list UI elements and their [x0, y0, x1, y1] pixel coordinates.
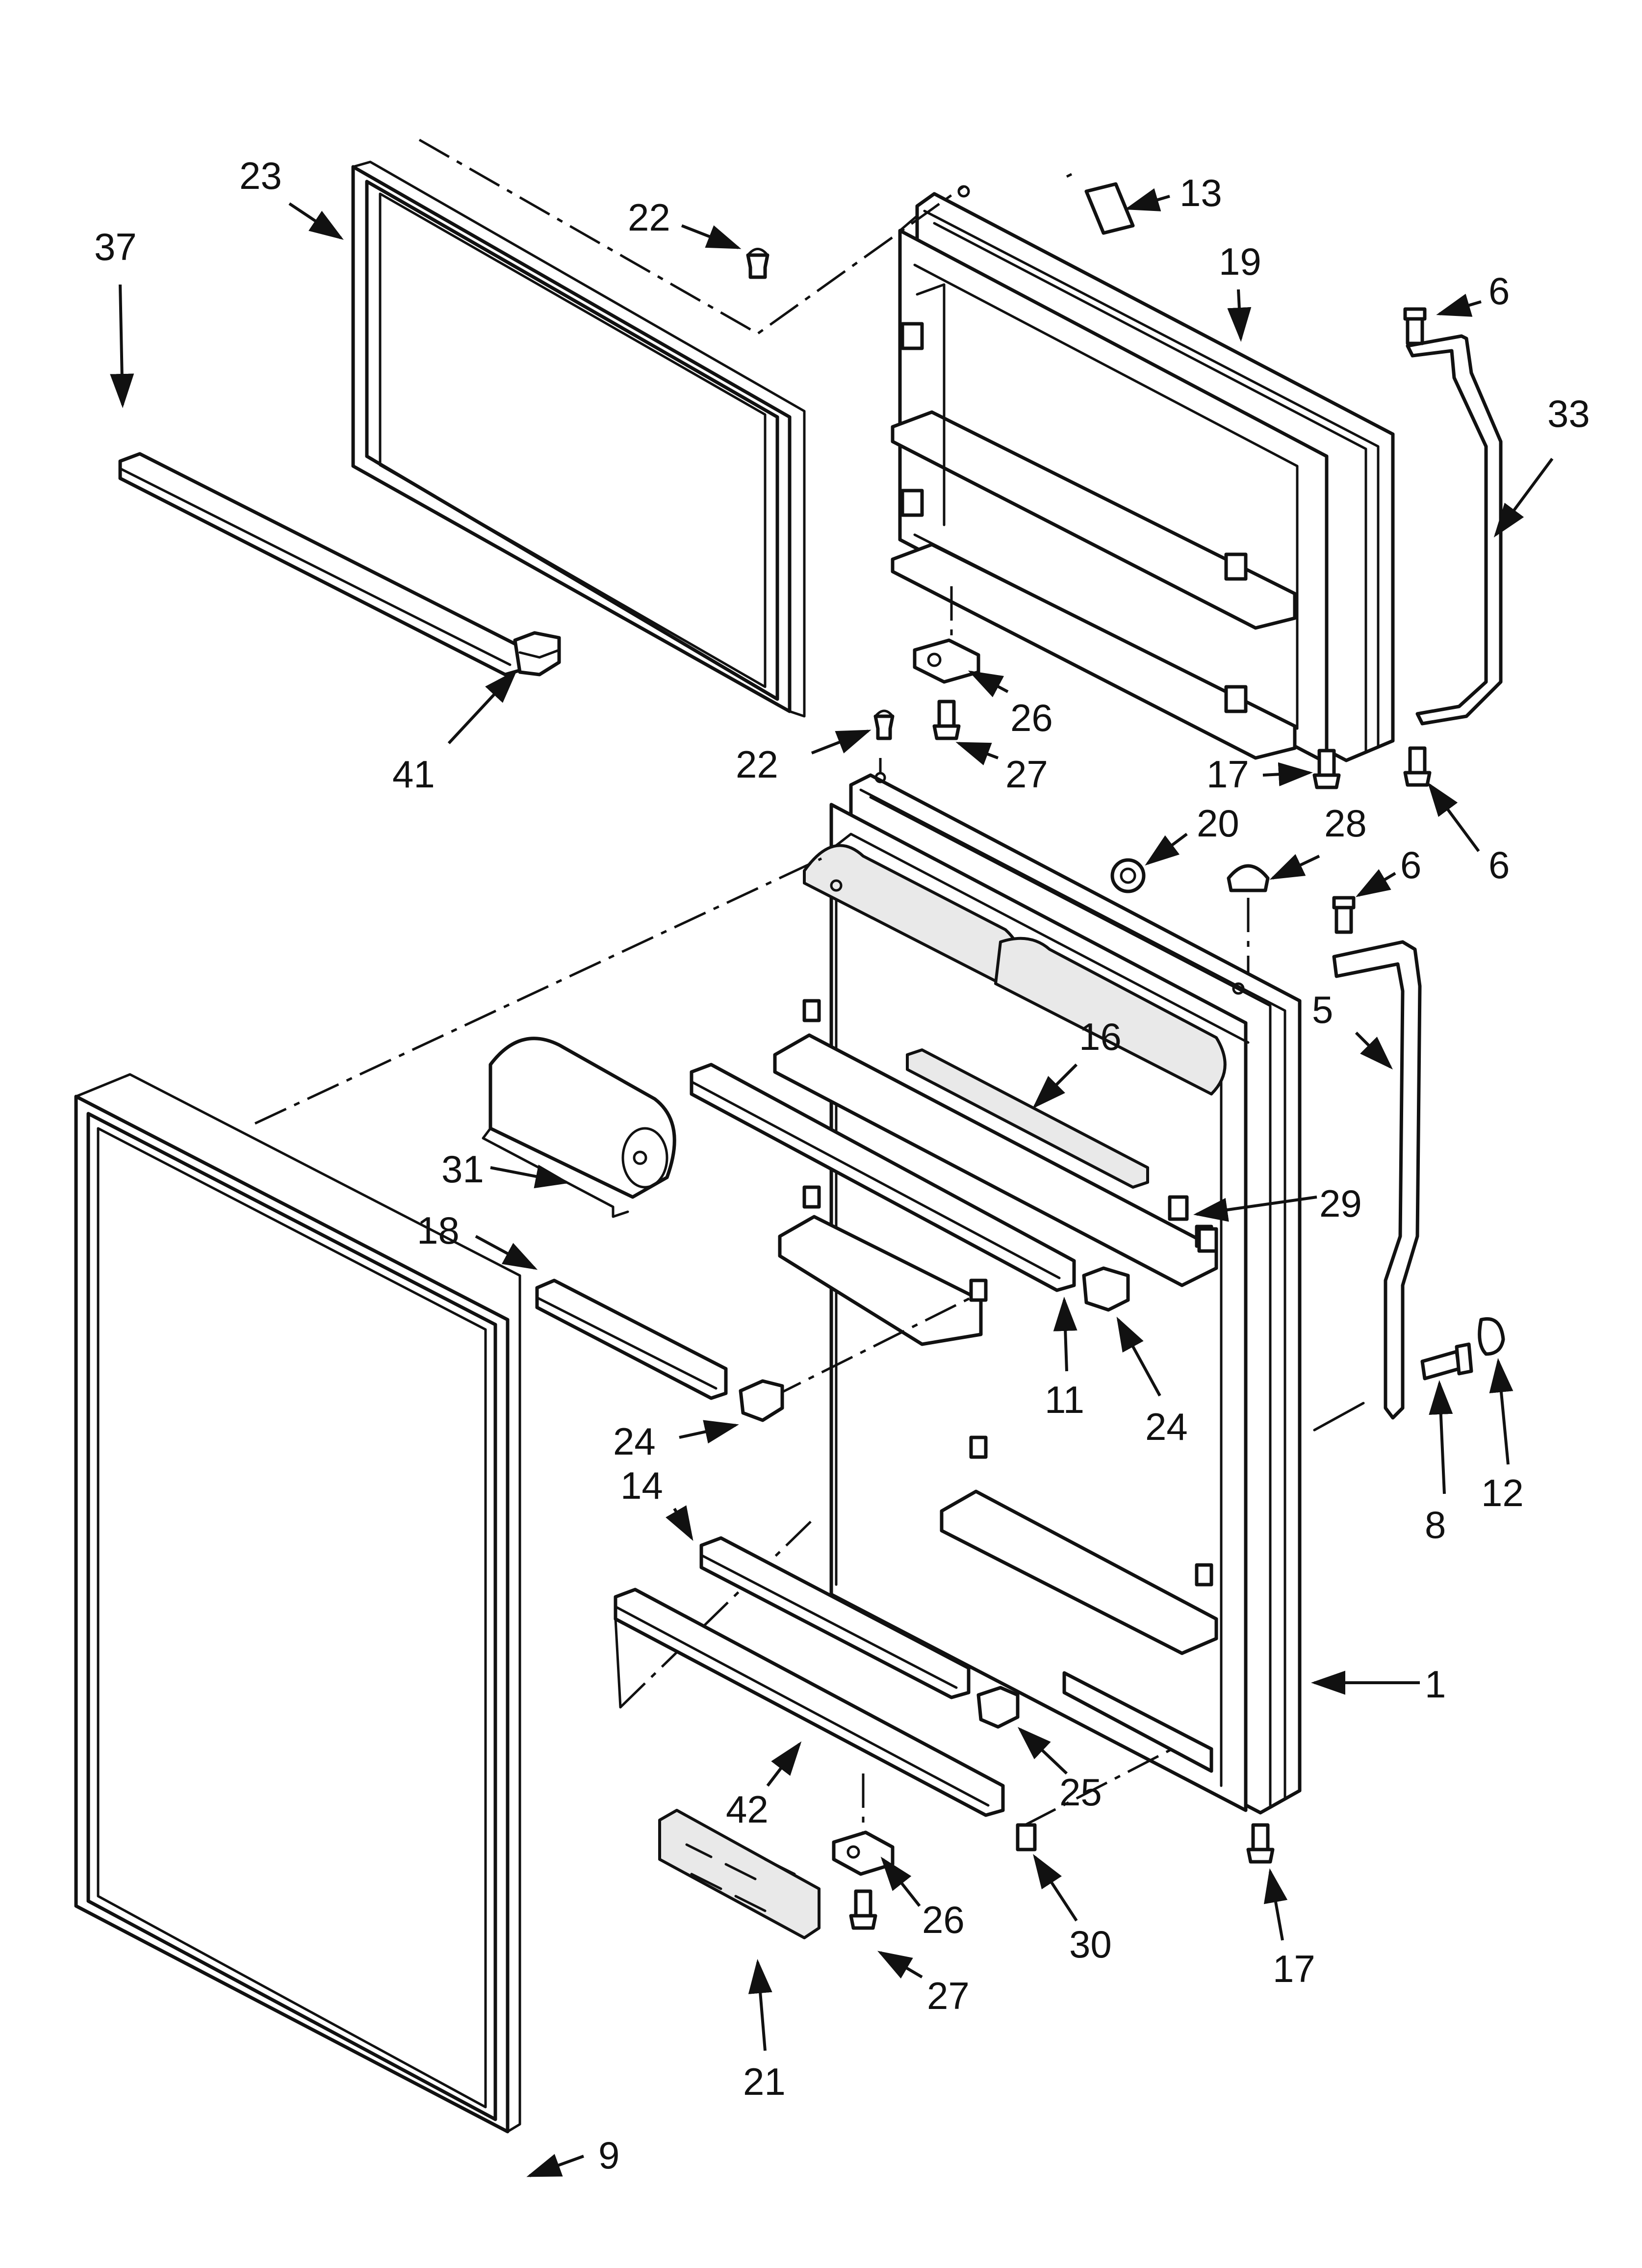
callout-5: 5 — [1312, 988, 1333, 1031]
freezer-door-gasket — [351, 160, 806, 718]
hinge-bracket-lower — [832, 1830, 895, 1876]
door-screw-17-upper — [1312, 749, 1341, 789]
callout-8: 8 — [1425, 1503, 1446, 1546]
hinge-pin-plug-lower — [873, 709, 895, 740]
callout-37: 37 — [94, 225, 137, 268]
assembly-line-bar-14 — [619, 1515, 818, 1708]
callout-33: 33 — [1547, 392, 1590, 435]
callout-41: 41 — [392, 753, 435, 796]
callout-11: 11 — [1045, 1378, 1084, 1421]
callout-25: 25 — [1059, 1771, 1102, 1814]
leader-line-part-1 — [1313, 1402, 1365, 1432]
retainer-end-cap-29 — [1168, 1195, 1218, 1253]
fresh-food-door-handle — [1332, 940, 1422, 1420]
callout-26-lower: 26 — [922, 1898, 965, 1941]
retainer-end-cap — [513, 631, 561, 677]
handle-plug-12 — [1478, 1317, 1505, 1356]
callout-26-upper: 26 — [1010, 696, 1053, 739]
shelf-end-cap-24-right — [1082, 1266, 1130, 1312]
callout-20: 20 — [1197, 802, 1239, 845]
shelf-retainer-14 — [699, 1536, 971, 1699]
callout-22-top: 22 — [628, 196, 670, 239]
hinge-pin-plug-top — [746, 248, 770, 279]
callout-1: 1 — [1425, 1663, 1446, 1706]
assembly-line-door-bottom — [1024, 1745, 1178, 1826]
callout-42: 42 — [726, 1788, 769, 1831]
shelf-end-cap-25 — [976, 1686, 1020, 1729]
callout-arrows — [110, 188, 1554, 2177]
handle-screw-8 — [1420, 1342, 1473, 1381]
dairy-compartment-door — [482, 1037, 676, 1218]
callout-30: 30 — [1069, 1923, 1112, 1966]
callout-21: 21 — [743, 2060, 786, 2103]
callout-29: 29 — [1319, 1182, 1362, 1225]
toe-grille — [658, 1809, 821, 1939]
freezer-handle-screw-bottom — [1403, 746, 1432, 787]
callout-17-upper: 17 — [1206, 753, 1249, 796]
hinge-screw-lower — [849, 1889, 877, 1930]
door-screw-17-lower — [1246, 1823, 1275, 1864]
bottom-shelf-retainer-42 — [614, 1588, 1005, 1817]
assembly-line-door-top — [254, 857, 822, 1125]
fresh-food-door-gasket — [74, 1073, 521, 2134]
callout-22-lower: 22 — [736, 743, 778, 786]
fresh-food-door-liner — [773, 772, 1302, 1815]
shelf-end-cap-24-left — [739, 1379, 784, 1422]
callout-labels: 23 37 22 13 19 6 33 41 26 22 27 17 6 20 … — [94, 154, 1590, 2177]
callout-23: 23 — [239, 154, 282, 197]
callout-19: 19 — [1219, 240, 1261, 283]
callout-13: 13 — [1180, 171, 1222, 214]
shelf-retainer-16 — [906, 1048, 1149, 1189]
assembly-line-shelf-24 — [769, 1294, 977, 1400]
fresh-food-handle-screw-top — [1332, 896, 1356, 934]
freezer-shelf-retainer-bar — [118, 452, 524, 677]
callout-6-freezer-top: 6 — [1488, 269, 1510, 313]
hole-plug-28 — [1227, 864, 1270, 892]
door-stop-cam — [1110, 858, 1146, 893]
assembly-line-freezer-13 — [1066, 173, 1073, 178]
callout-27-lower: 27 — [927, 1974, 970, 2017]
callout-28: 28 — [1324, 802, 1367, 845]
callout-9: 9 — [598, 2134, 619, 2177]
callout-31: 31 — [441, 1147, 484, 1191]
callout-24-right: 24 — [1145, 1405, 1188, 1448]
label-sticker — [1084, 182, 1135, 235]
freezer-handle — [1406, 334, 1503, 726]
callout-14: 14 — [620, 1464, 663, 1507]
callout-17-lower: 17 — [1273, 1947, 1315, 1990]
callout-24-left: 24 — [613, 1420, 656, 1463]
freezer-handle-screw-top — [1403, 307, 1427, 345]
shelf-retainer-11 — [690, 1063, 1076, 1292]
callout-27-upper: 27 — [1005, 753, 1048, 796]
hinge-screw-upper — [932, 700, 961, 740]
shelf-retainer-18 — [535, 1278, 728, 1400]
freezer-door-liner — [891, 185, 1395, 765]
assembly-line-freezer-top — [418, 138, 965, 335]
hinge-bracket-upper — [913, 638, 980, 684]
callout-6-door: 6 — [1400, 843, 1421, 886]
callout-12: 12 — [1481, 1471, 1524, 1514]
callout-6-freezer-bottom: 6 — [1488, 843, 1510, 886]
callout-18: 18 — [417, 1209, 460, 1252]
retainer-end-cap-30 — [1016, 1823, 1037, 1851]
callout-16: 16 — [1079, 1015, 1122, 1058]
